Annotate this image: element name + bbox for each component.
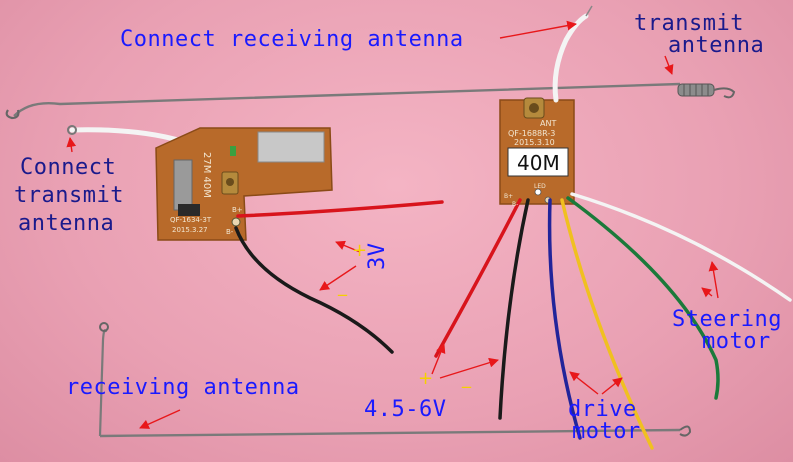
label-voltage-range: 4.5-6V: [364, 397, 447, 422]
transmitter-pin-minus: B-: [226, 228, 234, 236]
transmitter-pin-plus: B+: [232, 206, 243, 214]
receiver-freq-sticker: 40M: [517, 151, 560, 175]
receiver-white-wire: [570, 192, 792, 302]
label-connect-receiving-antenna: Connect receiving antenna: [120, 27, 464, 52]
arrow-to-receiver-antenna: [499, 20, 577, 39]
label-3v: 3V: [365, 242, 390, 271]
rx-plus-symbol: +: [418, 368, 433, 389]
transmit-antenna-rod: [5, 82, 736, 120]
annotation-arrows: [66, 20, 719, 429]
receiver-board: [499, 97, 575, 205]
arrow-to-rx-red-wire: [431, 343, 446, 375]
receiver-pin-b-plus: B+: [504, 193, 513, 200]
label-connect-transmit-line3: antenna: [18, 211, 115, 236]
tx-minus-symbol: _: [337, 276, 348, 297]
transmitter-freq-text: 27M 40M: [201, 152, 212, 198]
receiver-model-text: QF-1688R-3: [508, 129, 555, 138]
label-drive-line2: motor: [572, 419, 641, 444]
arrow-to-receiving-rod: [139, 409, 181, 429]
transmitter-model-text: QF-1634-3T: [170, 216, 212, 224]
label-transmit-antenna-line1: transmit: [634, 11, 744, 36]
arrow-to-green-wire: [701, 287, 713, 298]
transmitter-date-text: 2015.3.27: [172, 226, 208, 234]
receiver-yellow-wire: [560, 198, 654, 450]
receiver-silkscreen: ANT QF-1688R-3 2015.3.10 40M LED B+ B-: [504, 119, 560, 208]
transmitter-black-wire: [234, 226, 394, 354]
tx-plus-symbol: +: [352, 240, 367, 261]
arrow-to-tx-black-wire: [319, 265, 357, 291]
transmitter-board: [155, 127, 333, 241]
label-receiving-antenna: receiving antenna: [66, 375, 300, 400]
rx-minus-symbol: _: [461, 368, 472, 389]
receiver-green-wire: [566, 196, 720, 400]
label-connect-transmit-line2: transmit: [14, 183, 124, 208]
receiving-antenna-rod: [98, 322, 692, 438]
label-steering-line1: Steering: [672, 307, 782, 332]
receiver-led-text: LED: [534, 183, 546, 190]
label-transmit-antenna-line2: antenna: [668, 33, 765, 58]
receiver-ant-text: ANT: [540, 119, 556, 128]
receiver-pin-b-minus: B-: [512, 201, 518, 208]
receiver-black-wire: [498, 198, 530, 420]
receiver-white-antenna-wire: [552, 13, 589, 103]
arrow-to-blue-wire: [569, 371, 599, 395]
transmitter-red-wire: [236, 200, 444, 218]
arrow-to-yellow-wire: [601, 377, 623, 395]
arrow-to-white-wire: [708, 261, 719, 299]
receiver-red-wire: [434, 198, 522, 358]
arrow-to-tx-red-wire: [335, 240, 361, 253]
label-connect-transmit-line1: Connect: [20, 155, 117, 180]
arrow-to-transmit-antenna-coil: [664, 55, 674, 75]
receiver-blue-wire: [547, 198, 582, 440]
transmitter-silkscreen: 27M 40M QF-1634-3T 2015.3.27 B+ B-: [170, 152, 243, 236]
receiver-date-text: 2015.3.10: [514, 138, 555, 147]
arrow-to-rx-black-wire: [439, 357, 499, 379]
arrow-to-transmitter-loop: [66, 137, 77, 153]
label-drive-line1: drive: [568, 397, 637, 422]
label-steering-line2: motor: [702, 329, 771, 354]
